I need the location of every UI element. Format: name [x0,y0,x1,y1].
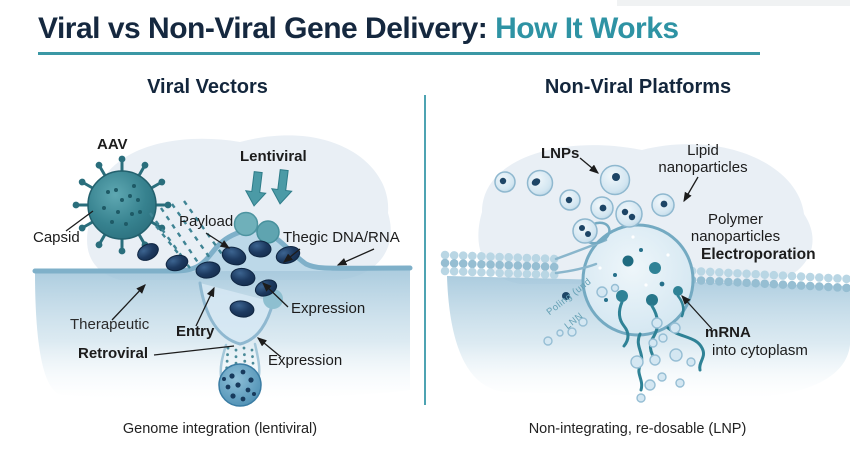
label-aav: AAV [97,136,128,153]
right-cytoplasm-band [447,276,850,399]
label-therapeutic-dna-rna: Thegic DNA/RNA [283,229,400,246]
payload-stream-dashes [149,200,225,269]
right-bg-blob [478,144,813,284]
label-lipid-line1: Lipid [687,142,719,159]
lentiviral-particle [233,211,259,237]
label-mrna: mRNA [705,324,751,341]
page-title-main: Viral vs Non-Viral Gene Delivery: [38,12,496,45]
label-expression-lower: Expression [268,352,343,369]
left-bg-blob [87,135,391,280]
label-lnps: LNPs [541,145,580,162]
page-title: Viral vs Non-Viral Gene Delivery: How It… [38,12,679,46]
left-panel-art [32,135,413,407]
page-title-accent: How It Works [495,12,679,45]
left-leader-lines [65,210,375,358]
label-expression-upper: Expression [291,300,366,317]
retroviral-sphere-icon [218,363,262,407]
right-caption: Non-integrating, re-dosable (LNP) [528,421,747,437]
label-therapeutic: Therapeutic [70,316,150,333]
right-leader-lines [579,157,713,330]
label-electroporation: Electroporation [701,246,816,263]
cytoplasm-bubbles [543,283,696,403]
lentiviral-particle [256,220,280,244]
right-panel-title: Non-Viral Platforms [544,76,732,98]
panel-divider [424,95,426,405]
left-caption: Genome integration (lentiviral) [122,421,318,437]
label-polymer-nanoparticles: Polymer nanoparticles [678,211,793,245]
label-lentiviral: Lentiviral [240,148,307,165]
top-right-artifact [617,0,850,6]
funnel-walls [219,342,261,378]
label-capsid: Capsid [33,229,80,246]
label-lipid-nanoparticles: Lipid nanoparticles [648,142,758,176]
endosome-vesicle [554,221,706,392]
mrna-comets [598,235,685,362]
lnp-particles [494,164,675,244]
lentiviral-arrows-icon [244,169,293,207]
aav-virus-icon [72,155,172,255]
label-retroviral: Retroviral [78,345,149,362]
right-panel-art [440,144,850,403]
label-lipid-line2: nanoparticles [658,159,748,176]
label-polymer-line1: Polymer [707,211,763,228]
label-entry: Entry [176,323,215,340]
bilayer-left [440,250,561,280]
left-panel-title: Viral Vectors [147,76,268,98]
label-payload: Payload [179,213,234,230]
bilayer-right [687,266,850,293]
label-mrna-cytoplasm: into cytoplasm [712,342,808,359]
label-polymer-line2: nanoparticles [690,228,781,245]
title-underline [38,52,760,55]
